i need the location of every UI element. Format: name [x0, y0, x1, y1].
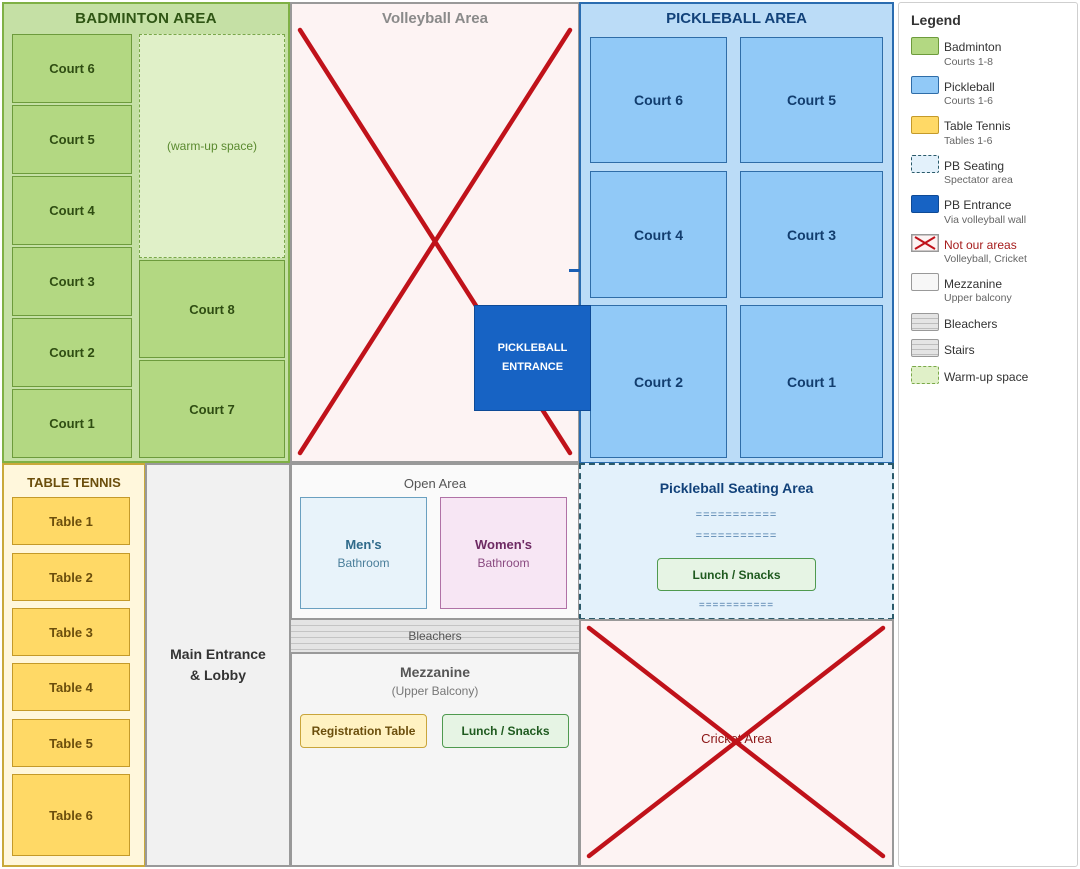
pickleball-seating-area: [579, 463, 894, 620]
table-tennis-table-6: Table 6: [12, 774, 130, 856]
badminton-court-1: Court 1: [12, 389, 132, 458]
open-area-title: Open Area: [403, 475, 467, 491]
table-tennis-table-2: Table 2: [12, 553, 130, 601]
entrance-door-marker: [569, 269, 580, 272]
badminton-court-2: Court 2: [12, 318, 132, 387]
seating-row-3: ===========: [698, 599, 775, 611]
legend-swatch-mezzanine: [911, 273, 939, 291]
cricket-area-label: Cricket Area: [701, 730, 772, 746]
legend-swatch-pb-seating: [911, 155, 939, 173]
mezzanine-title: Mezzanine: [399, 664, 470, 680]
legend-swatch-stairs: [911, 339, 939, 357]
legend-not-our-areas-icon: [911, 234, 939, 252]
pickleball-court-3: Court 3: [740, 171, 883, 298]
badminton-title: BADMINTON AREA: [75, 9, 217, 27]
legend-sub-mezzanine: Upper balcony: [944, 292, 1012, 304]
legend-swatch-table-tennis: [911, 116, 939, 134]
warm-up-space: (warm-up space): [139, 34, 285, 258]
legend-label-pb-entrance: PB Entrance: [944, 198, 1012, 212]
mezzanine-area: [290, 652, 580, 867]
pickleball-court-1: Court 1: [740, 305, 883, 458]
legend-sub-pb-entrance: Via volleyball wall: [944, 214, 1027, 226]
legend-sub-pickleball: Courts 1-6: [944, 95, 994, 107]
badminton-court-8: Court 8: [139, 260, 285, 358]
womens-bathroom: Women's Bathroom: [440, 497, 567, 609]
table-tennis-table-5: Table 5: [12, 719, 130, 767]
pickleball-entrance-line-2: ENTRANCE: [501, 361, 564, 373]
legend-sub-badminton: Courts 1-8: [944, 56, 994, 68]
legend-swatch-bleachers: [911, 313, 939, 331]
mezzanine-lunch-snacks: Lunch / Snacks: [442, 714, 569, 748]
table-tennis-table-4: Table 4: [12, 663, 130, 711]
seating-row-1: ===========: [695, 509, 778, 521]
legend-label-not-our-areas: Not our areas: [944, 238, 1017, 252]
table-tennis-table-3: Table 3: [12, 608, 130, 656]
pickleball-entrance: PICKLEBALL ENTRANCE: [474, 305, 591, 411]
legend-label-stairs: Stairs: [944, 343, 975, 357]
bleachers: Bleachers: [290, 619, 580, 653]
pickleball-title: PICKLEBALL AREA: [666, 9, 807, 27]
main-entrance-lobby: Main Entrance & Lobby: [145, 463, 291, 867]
pickleball-entrance-line-1: PICKLEBALL: [497, 342, 568, 354]
pickleball-court-5: Court 5: [740, 37, 883, 163]
legend-title: Legend: [911, 12, 961, 28]
legend-label-pickleball: Pickleball: [944, 80, 995, 94]
legend-label-warm-up: Warm-up space: [944, 370, 1029, 384]
legend-sub-pb-seating: Spectator area: [944, 174, 1013, 186]
pickleball-court-6: Court 6: [590, 37, 727, 163]
pickleball-court-4: Court 4: [590, 171, 727, 298]
pickleball-court-2: Court 2: [590, 305, 727, 458]
seating-row-2: ===========: [695, 530, 778, 542]
legend-label-badminton: Badminton: [944, 40, 1002, 54]
badminton-court-3: Court 3: [12, 247, 132, 316]
mens-bathroom-sub: Bathroom: [337, 555, 390, 570]
legend-label-pb-seating: PB Seating: [944, 159, 1005, 173]
mens-bathroom: Men's Bathroom: [300, 497, 427, 609]
legend-label-bleachers: Bleachers: [944, 317, 998, 331]
lobby-line-2: & Lobby: [190, 667, 246, 683]
legend-swatch-badminton: [911, 37, 939, 55]
legend-panel: [898, 2, 1078, 867]
table-tennis-table-1: Table 1: [12, 497, 130, 545]
legend-sub-table-tennis: Tables 1-6: [944, 135, 993, 147]
legend-label-table-tennis: Table Tennis: [944, 119, 1011, 133]
mens-bathroom-title: Men's: [345, 536, 382, 552]
legend-swatch-pickleball: [911, 76, 939, 94]
legend-label-mezzanine: Mezzanine: [944, 277, 1003, 291]
legend-swatch-pb-entrance: [911, 195, 939, 213]
badminton-court-6: Court 6: [12, 34, 132, 103]
womens-bathroom-sub: Bathroom: [477, 555, 530, 570]
lobby-line-1: Main Entrance: [170, 646, 266, 662]
registration-table: Registration Table: [300, 714, 427, 748]
seating-lunch-snacks: Lunch / Snacks: [657, 558, 816, 591]
mezzanine-subtitle: (Upper Balcony): [391, 684, 479, 698]
badminton-court-4: Court 4: [12, 176, 132, 245]
badminton-court-7: Court 7: [139, 360, 285, 458]
legend-sub-not-our-areas: Volleyball, Cricket: [944, 253, 1027, 265]
legend-swatch-warm-up: [911, 366, 939, 384]
volleyball-title: Volleyball Area: [382, 9, 488, 27]
badminton-court-5: Court 5: [12, 105, 132, 174]
table-tennis-title: TABLE TENNIS: [27, 474, 121, 490]
womens-bathroom-title: Women's: [474, 536, 533, 552]
pickleball-seating-title: Pickleball Seating Area: [659, 480, 814, 496]
